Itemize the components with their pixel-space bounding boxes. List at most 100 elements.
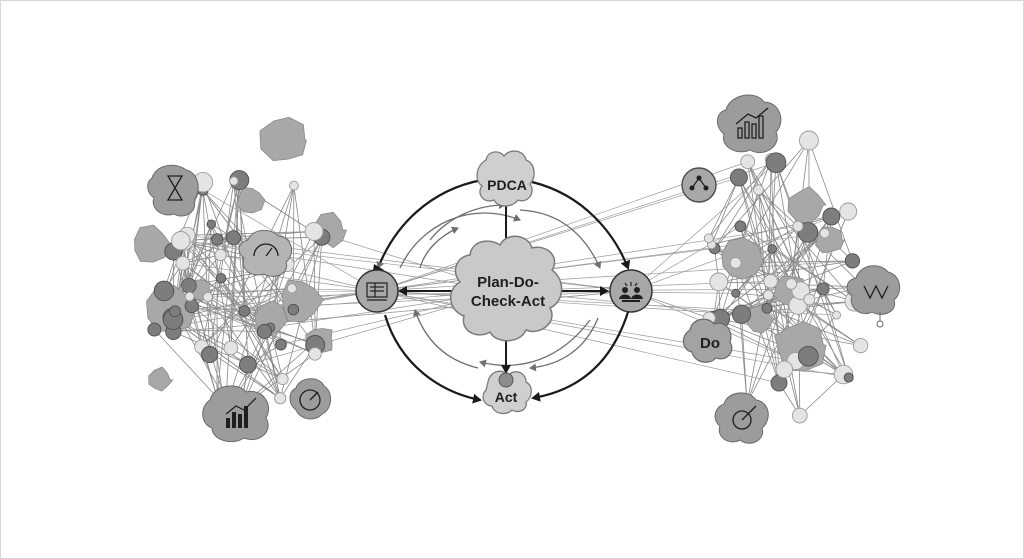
network-node [304,222,324,241]
network-node [819,227,830,239]
network-node [852,337,869,354]
share-nodes-icon [681,167,717,203]
network-node [731,288,741,298]
network-node [731,304,752,324]
network-link [747,161,780,384]
network-link [708,177,740,239]
network-node [229,176,239,186]
network-link [772,248,855,302]
network-node [308,347,322,361]
network-node [239,355,257,374]
network-link [376,225,798,292]
network-node [288,180,299,191]
network-node [169,305,181,318]
team-meeting-icon [619,282,643,302]
network-node [763,274,778,289]
network-link [758,189,856,302]
network-node [214,248,227,262]
network-link [767,159,772,296]
target-arrow-icon [714,392,769,444]
network-link [376,290,780,384]
network-node [753,184,764,196]
network-node [256,323,273,339]
network-link [758,189,799,227]
network-node [238,305,251,317]
network-link [630,162,777,292]
top-pdca-node: PDCA [476,150,535,207]
network-link [247,231,315,365]
network-node [181,277,197,294]
network-link [191,305,283,380]
network-link [746,232,809,404]
network-link [183,240,507,292]
network-link [735,262,748,404]
network-node [844,253,861,269]
network-node [171,231,191,251]
network-node [286,283,297,294]
network-node [287,303,300,316]
bottom-act-node: Act [482,370,532,415]
network-link [738,177,772,282]
network-node [832,310,842,320]
network-link [186,235,283,380]
network-link [224,185,295,412]
network-node [202,291,213,303]
network-node [803,293,816,306]
network-link [174,290,378,312]
network-node [839,202,858,221]
growth-chart-icon [717,94,782,154]
flow-chart-icon [846,265,901,328]
network-link [376,177,739,292]
pdca-label: PDCA [487,177,527,193]
network-node [223,340,239,356]
bar-chart-icon [202,385,269,443]
checklist-board-icon [366,282,388,301]
network-node [767,244,778,254]
network-node [797,345,819,367]
network-link [233,180,281,399]
network-link [230,264,288,349]
network-node [761,302,773,314]
network-link [182,262,378,292]
network-link [799,374,844,416]
network-link [154,329,218,398]
network-node [274,392,287,405]
inner-flow-arrows [399,201,602,372]
network-link [376,290,742,315]
cluster-blob [148,366,174,392]
network-link [822,288,850,378]
center-node: Plan-Do- Check-Act [450,235,563,342]
network-node [275,338,287,351]
network-node [201,346,219,364]
network-link [775,162,850,378]
network-link [714,159,772,249]
network-link [189,296,316,355]
target-icon [498,372,514,388]
network-node [703,233,714,244]
network-node [729,168,748,187]
cluster-blob [134,224,173,263]
network-node [729,256,742,269]
network-node [792,220,804,232]
network-link [808,140,853,262]
act-label: Act [495,389,518,405]
network-link [746,305,799,404]
network-node [184,291,195,302]
network-link [202,189,378,292]
network-node [798,130,819,151]
left-plan-node [355,269,399,313]
pdca-cycle-arrows [376,178,631,404]
network-link [714,140,810,249]
network-node [734,220,747,233]
network-link [172,319,281,399]
cluster-blob [721,237,765,280]
network-node [775,360,794,379]
network-link [770,232,826,282]
network-node [785,278,798,290]
gauge-icon [289,378,331,420]
network-node [184,298,199,314]
network-node [822,207,841,226]
cluster-blob [259,117,307,161]
do-cluster-node: Do [682,318,733,363]
